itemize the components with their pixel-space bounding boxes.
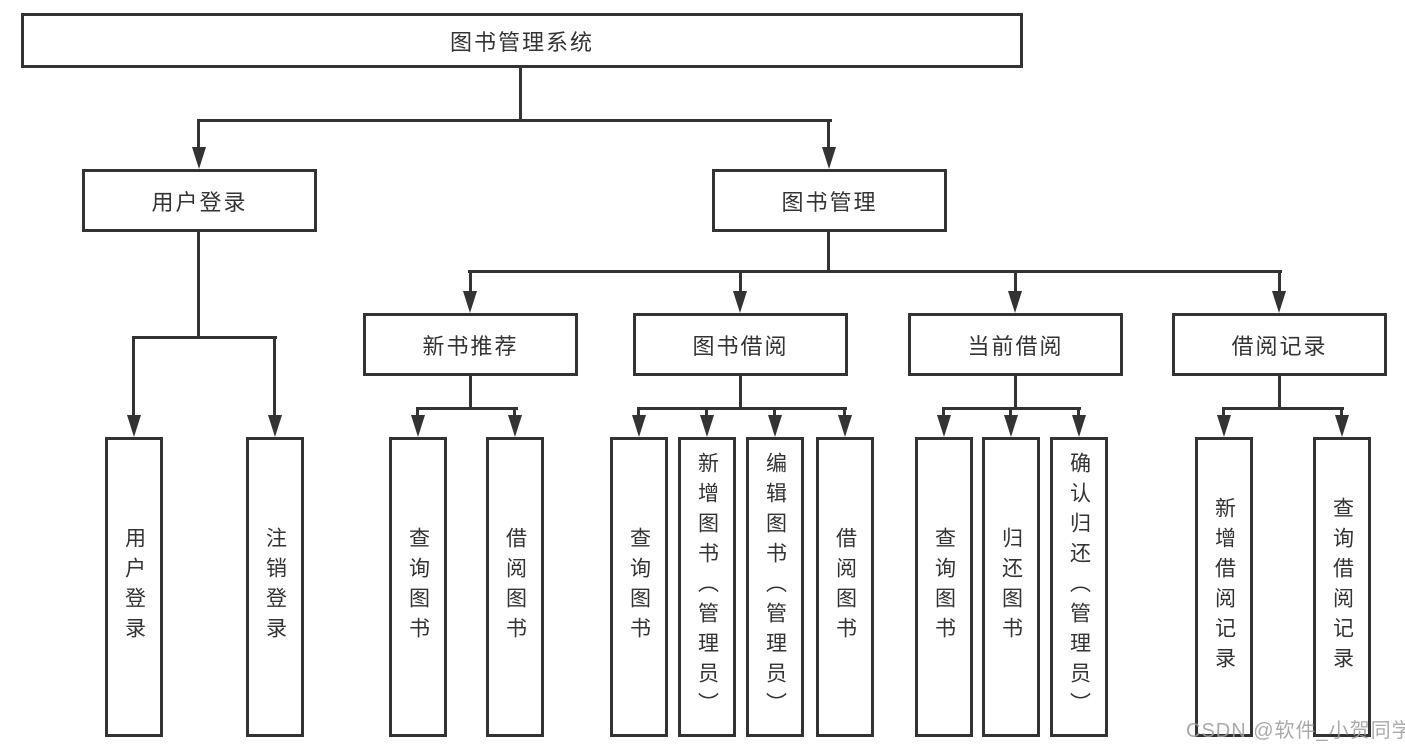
- connector-line: [739, 270, 742, 294]
- connector-line: [637, 407, 847, 410]
- node-label: 查询图书: [627, 527, 651, 647]
- arrow-down-icon: [733, 291, 747, 313]
- connector-line: [827, 119, 830, 150]
- leaf-borrow-books-recommend: 借阅图书: [486, 437, 544, 737]
- node-book-borrowing: 图书借阅: [633, 313, 848, 376]
- node-label: 归还图书: [999, 527, 1023, 647]
- arrow-down-icon: [268, 415, 282, 437]
- node-label: 查询借阅记录: [1330, 497, 1354, 677]
- connector-line: [1222, 407, 1344, 410]
- arrow-down-icon: [838, 415, 852, 437]
- leaf-add-borrow-record: 新增借阅记录: [1195, 437, 1253, 737]
- connector-line: [773, 407, 776, 418]
- leaf-borrow-books-borrowing: 借阅图书: [816, 437, 874, 737]
- arrow-down-icon: [700, 415, 714, 437]
- arrow-down-icon: [411, 415, 425, 437]
- connector-line: [705, 407, 708, 418]
- node-label: 用户登录: [151, 189, 248, 215]
- connector-line: [132, 336, 277, 339]
- node-label: 当前借阅: [967, 333, 1064, 359]
- leaf-return-books: 归还图书: [982, 437, 1040, 737]
- node-label: 借阅记录: [1231, 333, 1328, 359]
- node-label: 查询图书: [406, 527, 430, 647]
- node-label: 新增借阅记录: [1212, 497, 1236, 677]
- leaf-confirm-return-admin: 确认归还（管理员）: [1050, 437, 1108, 737]
- arrow-down-icon: [822, 147, 836, 169]
- connector-line: [942, 407, 945, 418]
- connector-line: [197, 119, 832, 122]
- arrow-down-icon: [1335, 415, 1349, 437]
- leaf-edit-book-admin: 编辑图书（管理员）: [746, 437, 804, 737]
- node-label: 借阅图书: [833, 527, 857, 647]
- node-label: 新书推荐: [422, 333, 519, 359]
- connector-line: [1077, 407, 1080, 418]
- connector-line: [1278, 376, 1281, 407]
- node-label: 注销登录: [263, 527, 287, 647]
- arrow-down-icon: [1272, 291, 1286, 313]
- node-book-management: 图书管理: [712, 169, 947, 232]
- connector-line: [637, 407, 640, 418]
- connector-line: [273, 336, 276, 418]
- connector-line: [1009, 407, 1012, 418]
- watermark-text: CSDN @软件_小贺同学: [1186, 720, 1405, 742]
- connector-line: [468, 270, 1282, 273]
- leaf-query-borrow-record: 查询借阅记录: [1313, 437, 1371, 737]
- node-label: 查询图书: [932, 527, 956, 647]
- node-user-login: 用户登录: [82, 169, 317, 232]
- connector-line: [827, 232, 830, 270]
- arrow-down-icon: [937, 415, 951, 437]
- node-label: 图书管理系统: [449, 29, 594, 55]
- arrow-down-icon: [127, 415, 141, 437]
- connector-line: [469, 270, 472, 294]
- node-label: 图书管理: [781, 189, 878, 215]
- node-label: 新增图书（管理员）: [695, 452, 719, 722]
- node-new-book-recommendation: 新书推荐: [363, 313, 578, 376]
- leaf-query-books-borrowing: 查询图书: [610, 437, 668, 737]
- node-library-management-system: 图书管理系统: [21, 13, 1023, 68]
- arrow-down-icon: [1004, 415, 1018, 437]
- node-label: 编辑图书（管理员）: [763, 452, 787, 722]
- arrow-down-icon: [508, 415, 522, 437]
- connector-line: [519, 68, 522, 119]
- leaf-add-book-admin: 新增图书（管理员）: [678, 437, 736, 737]
- connector-line: [739, 376, 742, 407]
- connector-line: [197, 232, 200, 336]
- connector-line: [197, 119, 200, 150]
- connector-line: [1340, 407, 1343, 418]
- arrow-down-icon: [192, 147, 206, 169]
- node-label: 借阅图书: [503, 527, 527, 647]
- connector-line: [416, 407, 518, 410]
- node-label: 用户登录: [122, 527, 146, 647]
- node-label: 确认归还（管理员）: [1067, 452, 1091, 722]
- node-label: 图书借阅: [692, 333, 789, 359]
- connector-line: [843, 407, 846, 418]
- arrow-down-icon: [768, 415, 782, 437]
- arrow-down-icon: [463, 291, 477, 313]
- connector-line: [416, 407, 419, 418]
- connector-line: [132, 336, 135, 418]
- arrow-down-icon: [1008, 291, 1022, 313]
- arrow-down-icon: [632, 415, 646, 437]
- node-current-borrowing: 当前借阅: [908, 313, 1123, 376]
- leaf-query-books-current: 查询图书: [915, 437, 973, 737]
- connector-line: [513, 407, 516, 418]
- connector-line: [1014, 376, 1017, 407]
- leaf-query-books-recommend: 查询图书: [389, 437, 447, 737]
- node-borrowing-records: 借阅记录: [1172, 313, 1387, 376]
- leaf-logout: 注销登录: [246, 437, 304, 737]
- leaf-user-login: 用户登录: [105, 437, 163, 737]
- connector-line: [1278, 270, 1281, 294]
- arrow-down-icon: [1072, 415, 1086, 437]
- arrow-down-icon: [1217, 415, 1231, 437]
- connector-line: [1222, 407, 1225, 418]
- connector-line: [1014, 270, 1017, 294]
- connector-line: [469, 376, 472, 407]
